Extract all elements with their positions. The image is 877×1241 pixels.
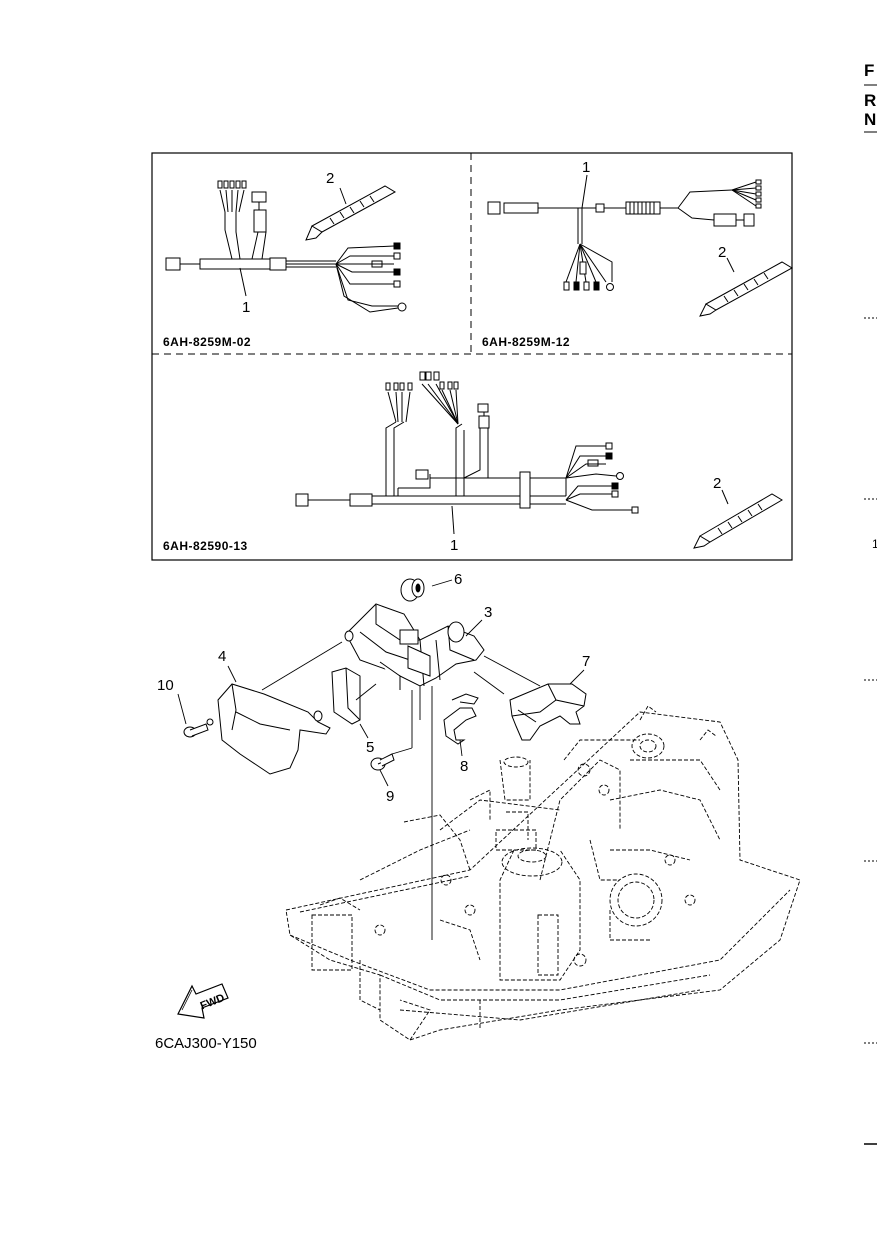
callout-8: 8 — [460, 758, 468, 775]
wire-harness-02 — [165, 180, 407, 313]
panel-harness-02 — [165, 180, 407, 313]
leader-lines — [177, 579, 585, 940]
cable-tie-12 — [699, 261, 794, 317]
edge-letter-f: F — [864, 61, 874, 80]
callout-10: 10 — [157, 677, 174, 694]
bolt-10 — [183, 718, 214, 738]
wire-harness-13 — [295, 371, 639, 514]
harness-options-frame — [151, 152, 793, 561]
callout-6: 6 — [454, 571, 462, 588]
bracket-3 — [344, 603, 485, 690]
forward-arrow-icon: FWD — [177, 983, 229, 1019]
callout-3: 3 — [484, 604, 492, 621]
callout-02-1: 1 — [242, 299, 250, 316]
plate-5 — [331, 667, 361, 725]
callout-02-2: 2 — [326, 170, 334, 187]
edge-mark: 1 — [872, 537, 877, 551]
edge-letter-r: R — [864, 91, 876, 110]
part-number-13: 6AH-82590-13 — [163, 539, 248, 553]
part-number-02: 6AH-8259M-02 — [163, 335, 251, 349]
callout-9: 9 — [386, 788, 394, 805]
page-edge-tabs: F R N 1 — [864, 61, 877, 1145]
callout-7: 7 — [582, 653, 590, 670]
part-number-12: 6AH-8259M-12 — [482, 335, 570, 349]
callout-13-2: 2 — [713, 475, 721, 492]
callout-13-1: 1 — [450, 537, 458, 554]
cover-4 — [217, 683, 331, 775]
engine-powerhead-drawing — [285, 705, 801, 1041]
callout-5: 5 — [366, 739, 374, 756]
edge-letter-n: N — [864, 110, 876, 129]
clamp-8 — [443, 693, 479, 745]
cover-7 — [509, 683, 587, 741]
grommet-6 — [400, 578, 425, 602]
bracket-assembly — [183, 578, 587, 775]
figure-code: 6CAJ300-Y150 — [155, 1035, 257, 1052]
callout-4: 4 — [218, 648, 226, 665]
callout-12-2: 2 — [718, 244, 726, 261]
bolt-9 — [370, 753, 395, 771]
panel-harness-13 — [295, 371, 783, 549]
cable-tie-13 — [693, 493, 783, 549]
wire-harness-12 — [487, 174, 762, 291]
callout-12-1: 1 — [582, 159, 590, 176]
panel-harness-12 — [487, 174, 794, 317]
cable-tie-02 — [305, 185, 397, 241]
